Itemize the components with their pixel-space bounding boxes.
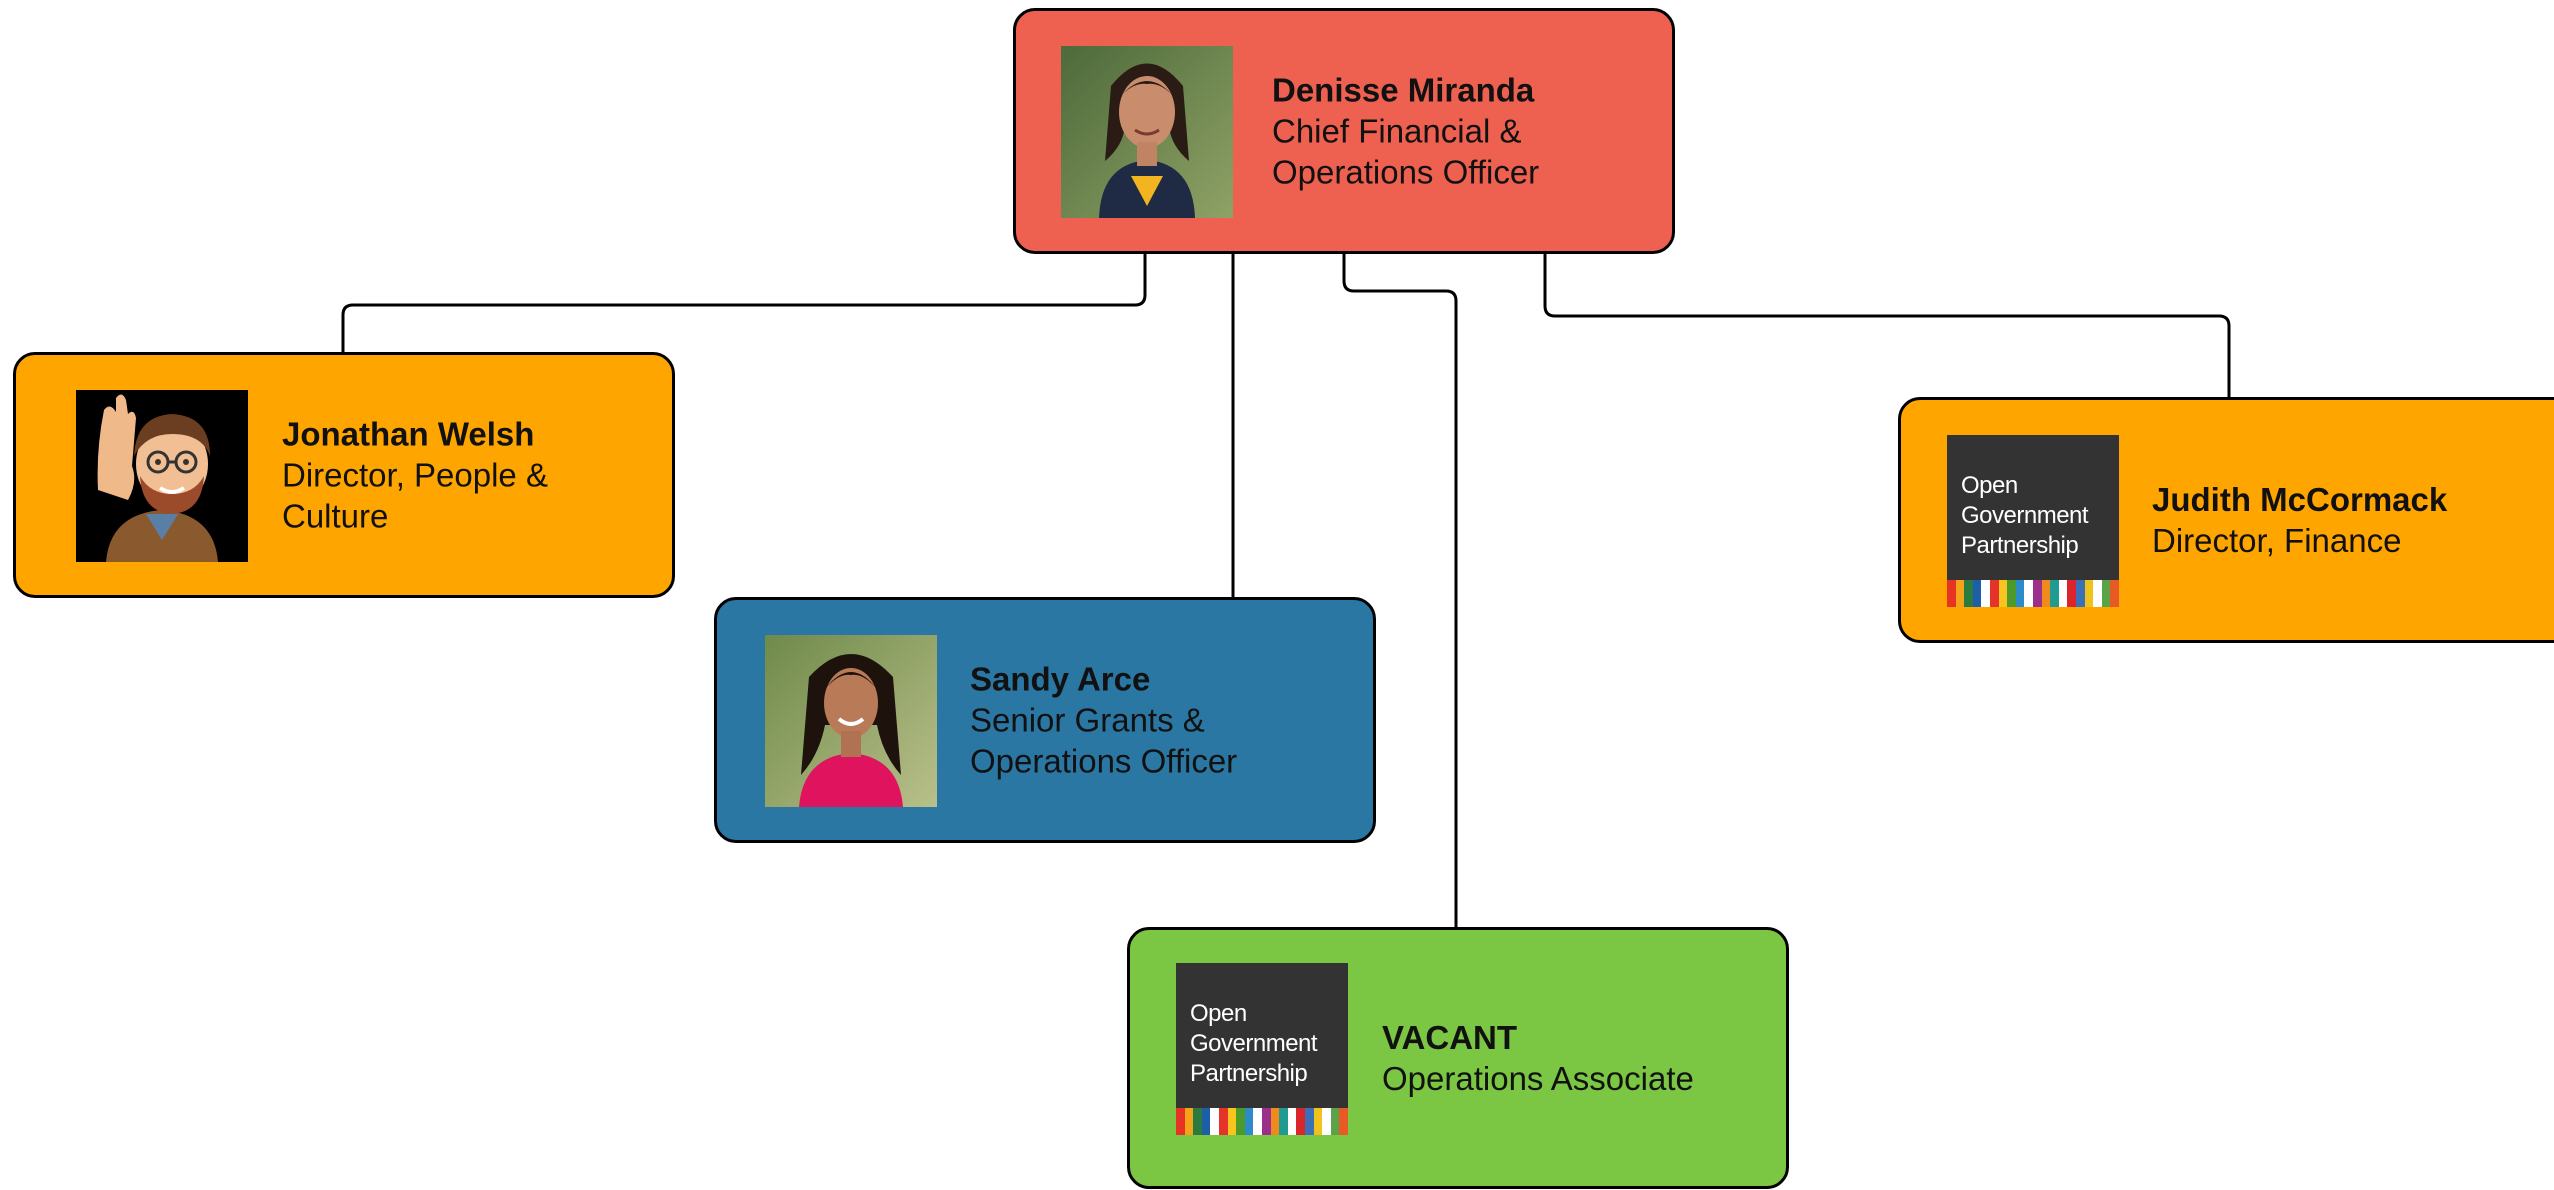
person-name: VACANT: [1382, 1019, 1518, 1056]
logo-stripe: [2024, 580, 2033, 607]
avatar-jonathan-welsh: [76, 390, 248, 562]
logo-stripe: [2067, 580, 2076, 607]
node-text: Denisse Miranda Chief Financial & Operat…: [1272, 70, 1652, 193]
job-title: Operations Associate: [1382, 1060, 1694, 1097]
logo-stripe: [1304, 1108, 1314, 1135]
logo-stripe: [2058, 580, 2068, 607]
logo-stripe: [1313, 1108, 1323, 1135]
job-title: Culture: [282, 497, 389, 535]
avatar-denisse-miranda: [1061, 46, 1233, 218]
ogp-logo: Open Government Partnership: [1947, 435, 2119, 607]
logo-stripe: [1210, 1108, 1219, 1135]
person-name: Denisse Miranda: [1272, 71, 1535, 109]
logo-stripe: [1279, 1108, 1288, 1135]
connector-head-to-judith: [1543, 252, 2231, 398]
node-judith-mccormack[interactable]: Open Government Partnership Judith McCor…: [1898, 397, 2554, 643]
logo-stripe: [1955, 580, 1965, 607]
node-text: Jonathan Welsh Director, People & Cultur…: [282, 414, 652, 537]
logo-stripe: [1244, 1108, 1254, 1135]
connector-head-to-jonathan: [341, 252, 1147, 352]
logo-stripe: [1972, 580, 1982, 607]
logo-stripe: [1236, 1108, 1245, 1135]
logo-stripe: [1989, 580, 1999, 607]
logo-stripe: [1176, 1108, 1185, 1135]
logo-stripe: [1339, 1108, 1348, 1135]
logo-stripe: [2093, 580, 2102, 607]
logo-stripes: [1176, 1108, 1348, 1135]
logo-stripe: [2007, 580, 2016, 607]
logo-stripe: [1964, 580, 1973, 607]
node-text: Sandy Arce Senior Grants & Operations Of…: [970, 659, 1353, 782]
node-jonathan-welsh[interactable]: Jonathan Welsh Director, People & Cultur…: [13, 352, 675, 598]
ogp-logo: Open Government Partnership: [1176, 963, 1348, 1135]
logo-stripe: [1270, 1108, 1280, 1135]
logo-stripe: [1184, 1108, 1194, 1135]
logo-stripe: [2084, 580, 2094, 607]
logo-stripe: [1218, 1108, 1228, 1135]
logo-stripe: [2075, 580, 2085, 607]
logo-stripe: [2041, 580, 2051, 607]
job-title: Operations Officer: [1272, 153, 1540, 191]
node-text: VACANT Operations Associate: [1382, 1017, 1766, 1099]
node-sandy-arce[interactable]: Sandy Arce Senior Grants & Operations Of…: [714, 597, 1376, 843]
logo-stripe: [1253, 1108, 1262, 1135]
node-text: Judith McCormack Director, Finance: [2152, 479, 2554, 561]
connector-head-to-vacant: [1342, 252, 1458, 928]
node-denisse-miranda[interactable]: Denisse Miranda Chief Financial & Operat…: [1013, 8, 1675, 254]
logo-stripe: [2015, 580, 2025, 607]
job-title: Senior Grants &: [970, 701, 1205, 739]
logo-stripe: [1227, 1108, 1237, 1135]
logo-stripe: [2032, 580, 2042, 607]
logo-stripe: [1261, 1108, 1271, 1135]
job-title: Director, People &: [282, 456, 548, 494]
logo-stripe: [1947, 580, 1956, 607]
avatar-sandy-arce: [765, 635, 937, 807]
logo-stripe: [1201, 1108, 1211, 1135]
logo-stripe: [1322, 1108, 1331, 1135]
person-name: Jonathan Welsh: [282, 415, 535, 453]
logo-stripe: [2101, 580, 2111, 607]
logo-stripe: [1330, 1108, 1340, 1135]
node-vacant[interactable]: Open Government Partnership VACANT Opera…: [1127, 927, 1789, 1189]
logo-stripe: [1287, 1108, 1297, 1135]
logo-stripe: [1193, 1108, 1202, 1135]
logo-stripes: [1947, 580, 2119, 607]
person-name: Sandy Arce: [970, 660, 1151, 698]
job-title: Chief Financial &: [1272, 112, 1522, 150]
logo-stripe: [2050, 580, 2059, 607]
job-title: Director, Finance: [2152, 522, 2402, 559]
logo-stripe: [1998, 580, 2008, 607]
person-name: Judith McCormack: [2152, 481, 2448, 518]
logo-stripe: [1296, 1108, 1305, 1135]
job-title: Operations Officer: [970, 742, 1238, 780]
logo-stripe: [1981, 580, 1990, 607]
logo-stripe: [2110, 580, 2119, 607]
